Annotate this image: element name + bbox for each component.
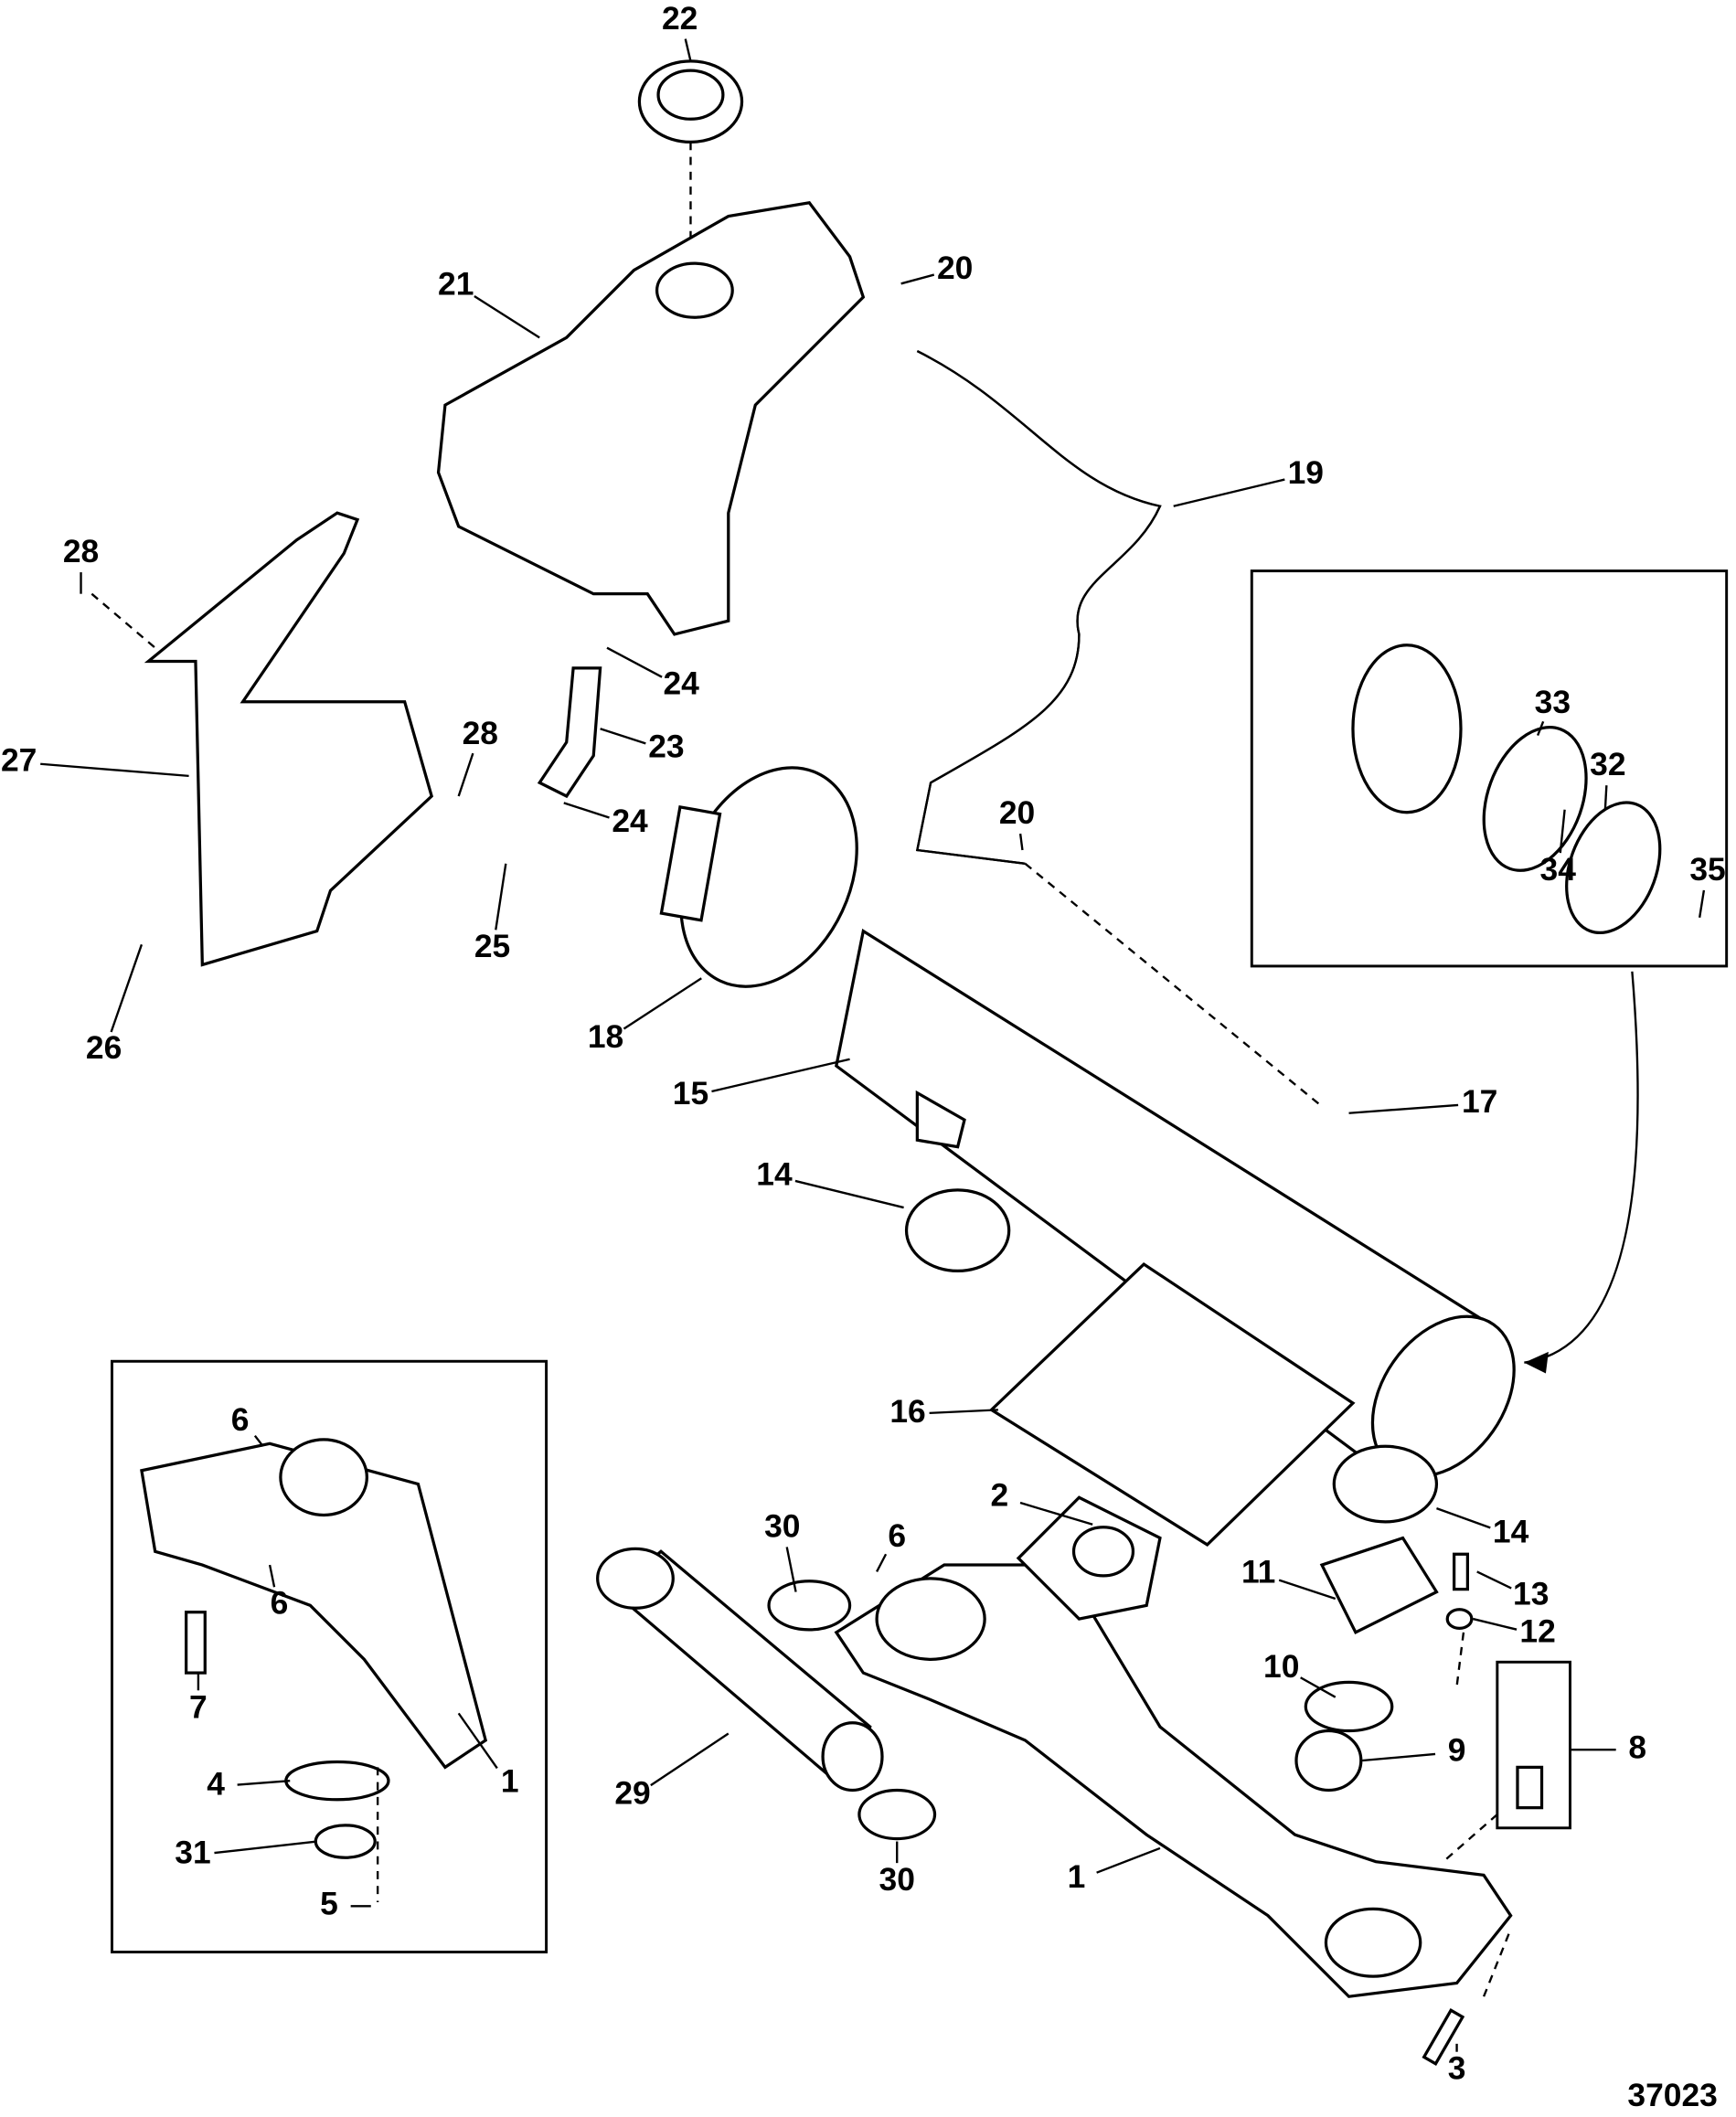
part-coolant-reservoir bbox=[436, 201, 866, 636]
callout-18: 18 bbox=[588, 1018, 623, 1055]
leader-line bbox=[457, 1712, 498, 1770]
callout-10: 10 bbox=[1263, 1648, 1299, 1685]
leader-lines bbox=[40, 38, 1706, 2052]
callout-3: 3 bbox=[1448, 2050, 1466, 2087]
callout-20: 20 bbox=[937, 250, 973, 286]
callout-27: 27 bbox=[1, 741, 37, 778]
callout-24: 24 bbox=[612, 803, 648, 839]
callout-6: 6 bbox=[271, 1585, 289, 1622]
callout-26: 26 bbox=[86, 1029, 122, 1066]
leader-line bbox=[1300, 1676, 1337, 1698]
callout-1: 1 bbox=[1068, 1858, 1086, 1895]
leader-line bbox=[606, 646, 663, 678]
callout-23: 23 bbox=[648, 729, 684, 765]
leader-line bbox=[1476, 1570, 1512, 1590]
part-gasket bbox=[988, 1261, 1356, 1547]
callout-13: 13 bbox=[1513, 1575, 1549, 1612]
leader-line bbox=[684, 38, 692, 62]
callout-6: 6 bbox=[231, 1401, 250, 1438]
callout-6: 6 bbox=[888, 1517, 906, 1554]
callout-28: 28 bbox=[463, 715, 498, 751]
callout-28: 28 bbox=[63, 533, 99, 569]
leader-line bbox=[1698, 889, 1706, 918]
leader-line bbox=[600, 728, 646, 745]
callout-2: 2 bbox=[991, 1477, 1009, 1514]
callout-33: 33 bbox=[1535, 684, 1571, 720]
callout-7: 7 bbox=[189, 1688, 208, 1725]
callout-21: 21 bbox=[438, 266, 474, 303]
part-seal bbox=[904, 1188, 1011, 1273]
leader-line bbox=[1559, 809, 1566, 854]
leader-line bbox=[623, 977, 702, 1030]
callout-19: 19 bbox=[1288, 454, 1324, 491]
leader-line bbox=[110, 943, 144, 1033]
inset-box-manifold bbox=[110, 1359, 548, 1954]
callout-14: 14 bbox=[1493, 1513, 1529, 1549]
inset-box-endcap bbox=[1250, 569, 1729, 968]
callout-4: 4 bbox=[207, 1765, 225, 1802]
leader-line bbox=[785, 1547, 797, 1592]
callout-11: 11 bbox=[1241, 1554, 1275, 1590]
leader-line bbox=[474, 295, 540, 339]
leader-line bbox=[40, 762, 189, 778]
part-hose bbox=[915, 350, 1162, 865]
callout-30: 30 bbox=[879, 1861, 915, 1898]
leader-line bbox=[563, 802, 610, 819]
parts-drawing bbox=[91, 59, 1729, 2066]
figure-id: 37023 bbox=[1627, 2077, 1717, 2113]
callout-1: 1 bbox=[501, 1762, 519, 1799]
callout-16: 16 bbox=[889, 1393, 925, 1430]
callout-22: 22 bbox=[662, 0, 698, 37]
leader-line bbox=[1173, 478, 1285, 507]
callout-25: 25 bbox=[474, 928, 510, 964]
callout-17: 17 bbox=[1462, 1083, 1497, 1120]
leader-line bbox=[711, 1058, 850, 1093]
leader-line bbox=[929, 1409, 998, 1415]
leader-line bbox=[794, 1179, 904, 1209]
leader-line bbox=[1436, 1506, 1491, 1529]
leader-line bbox=[1537, 720, 1545, 737]
leader-line bbox=[1362, 1752, 1436, 1762]
callout-9: 9 bbox=[1448, 1732, 1466, 1769]
leader-line bbox=[214, 1840, 317, 1855]
leader-line bbox=[1018, 833, 1024, 851]
leader-line bbox=[237, 1779, 291, 1786]
callout-34: 34 bbox=[1540, 851, 1577, 888]
callout-15: 15 bbox=[673, 1075, 708, 1112]
part-bracket bbox=[144, 511, 434, 967]
leader-line bbox=[495, 863, 507, 931]
callout-5: 5 bbox=[320, 1886, 338, 1922]
leader-line bbox=[1603, 785, 1608, 810]
leader-line bbox=[650, 1732, 730, 1787]
leader-line bbox=[900, 273, 935, 285]
callout-31: 31 bbox=[175, 1835, 210, 1871]
callout-12: 12 bbox=[1519, 1613, 1555, 1650]
leader-line bbox=[1096, 1846, 1161, 1874]
leader-line bbox=[253, 1434, 264, 1447]
callout-14: 14 bbox=[756, 1155, 793, 1192]
callout-8: 8 bbox=[1628, 1729, 1646, 1766]
leader-line bbox=[1019, 1501, 1093, 1526]
callout-35: 35 bbox=[1689, 851, 1725, 888]
leader-line bbox=[457, 752, 474, 797]
callout-32: 32 bbox=[1590, 746, 1625, 782]
leader-line bbox=[1278, 1579, 1337, 1601]
leader-line bbox=[1348, 1103, 1459, 1114]
part-small-hose bbox=[537, 666, 602, 799]
callout-30: 30 bbox=[764, 1508, 800, 1545]
callout-20: 20 bbox=[999, 794, 1035, 831]
callout-29: 29 bbox=[614, 1775, 650, 1812]
inset-box-sender bbox=[1496, 1660, 1571, 1830]
leader-line bbox=[876, 1553, 888, 1572]
leader-line bbox=[1472, 1617, 1518, 1631]
callout-24: 24 bbox=[663, 665, 699, 701]
leader-line bbox=[268, 1564, 276, 1588]
